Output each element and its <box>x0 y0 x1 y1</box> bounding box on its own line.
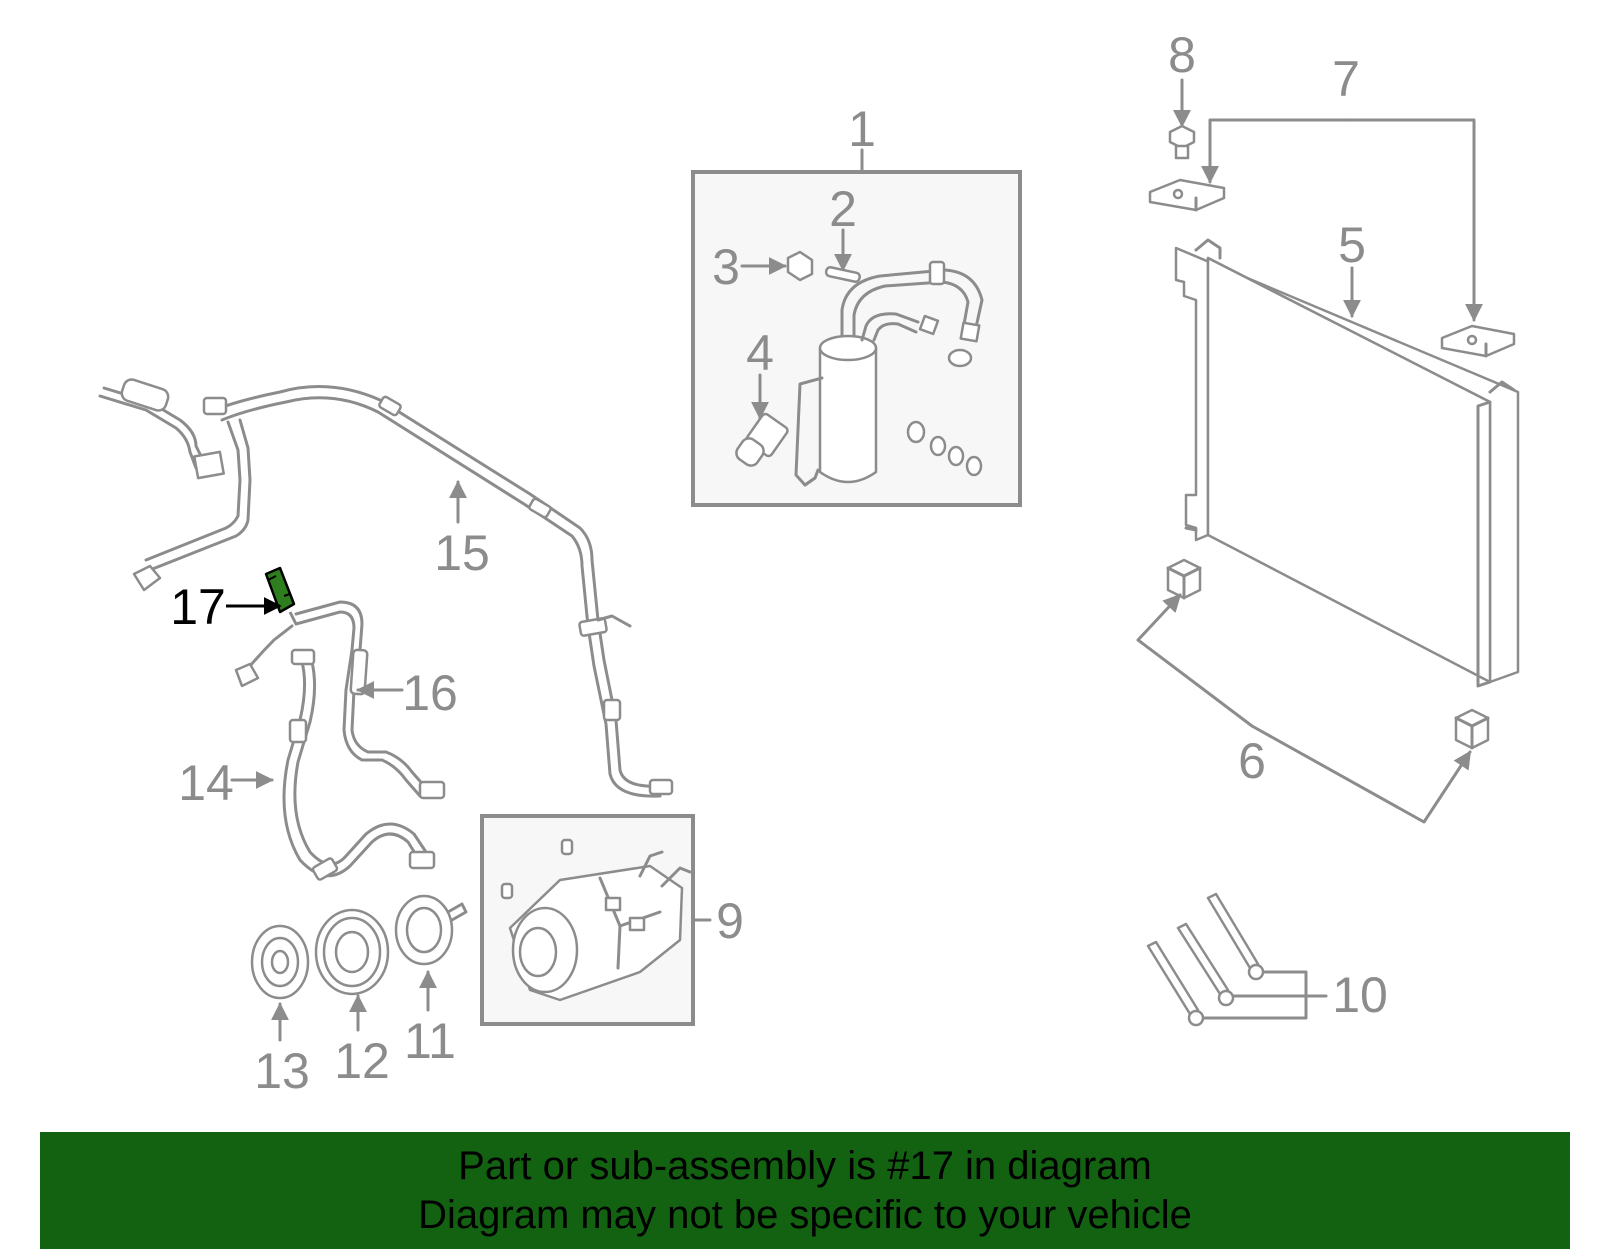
callout-7-leader-left <box>1201 118 1348 184</box>
banner-line-2: Diagram may not be specific to your vehi… <box>418 1193 1192 1237</box>
part-12-pulley <box>314 908 390 996</box>
callout-17: 17 <box>170 579 226 635</box>
callout-15: 15 <box>434 525 490 581</box>
o-ring-large <box>947 348 973 368</box>
compressor-fitting-b <box>500 882 514 900</box>
compressor-fitting-a <box>560 838 574 856</box>
callout-6: 6 <box>1238 733 1266 789</box>
part-10-bolts <box>1146 892 1328 1027</box>
banner-line-1: Part or sub-assembly is #17 in diagram <box>458 1144 1152 1188</box>
callout-10: 10 <box>1332 967 1388 1023</box>
part-8-bolt <box>1168 124 1196 160</box>
callout-8: 8 <box>1168 27 1196 83</box>
part-6-insulator-lower <box>1454 708 1490 750</box>
part-2-pin <box>824 266 861 283</box>
condenser-group: 5 7 8 6 <box>1136 27 1520 824</box>
compressor-group: 9 <box>480 814 744 1026</box>
callout-1: 1 <box>848 101 876 157</box>
callout-11: 11 <box>404 1013 456 1069</box>
callout-9: 9 <box>716 893 744 949</box>
part-11-coil <box>394 894 468 966</box>
condenser-side-frame <box>1174 246 1520 684</box>
o-ring-set <box>906 420 983 477</box>
callout-5: 5 <box>1338 217 1366 273</box>
part-6-insulator-upper <box>1166 558 1202 600</box>
callout-7: 7 <box>1332 51 1360 107</box>
part-3-cap <box>786 250 814 282</box>
part-4-pressure-switch <box>735 412 789 467</box>
part-16-hose <box>234 600 446 800</box>
callout-6-leader-right <box>1250 724 1472 824</box>
drier-assembly-group: 1 2 3 4 <box>691 101 1022 507</box>
callout-6-leader-left <box>1136 593 1254 728</box>
drier-canister <box>794 334 878 487</box>
part-7-bracket-lower <box>1440 324 1516 358</box>
info-banner: Part or sub-assembly is #17 in diagram D… <box>40 1132 1570 1249</box>
callout-16: 16 <box>402 665 458 721</box>
part-13-pulley-plate <box>250 924 310 1000</box>
callout-7-leader-right <box>1344 118 1483 322</box>
part-9-compressor <box>508 850 692 1002</box>
drier-pipes <box>840 260 984 343</box>
callout-13: 13 <box>254 1043 310 1099</box>
callout-12: 12 <box>334 1033 390 1089</box>
callout-3: 3 <box>712 239 740 295</box>
callout-14: 14 <box>178 755 234 811</box>
callout-2: 2 <box>829 181 857 237</box>
callout-4: 4 <box>746 325 774 381</box>
part-7-bracket-upper <box>1148 178 1226 212</box>
part-14-hose <box>282 648 436 881</box>
part-17-highlighted[interactable] <box>264 566 298 625</box>
part-15-line-assembly <box>98 378 674 798</box>
